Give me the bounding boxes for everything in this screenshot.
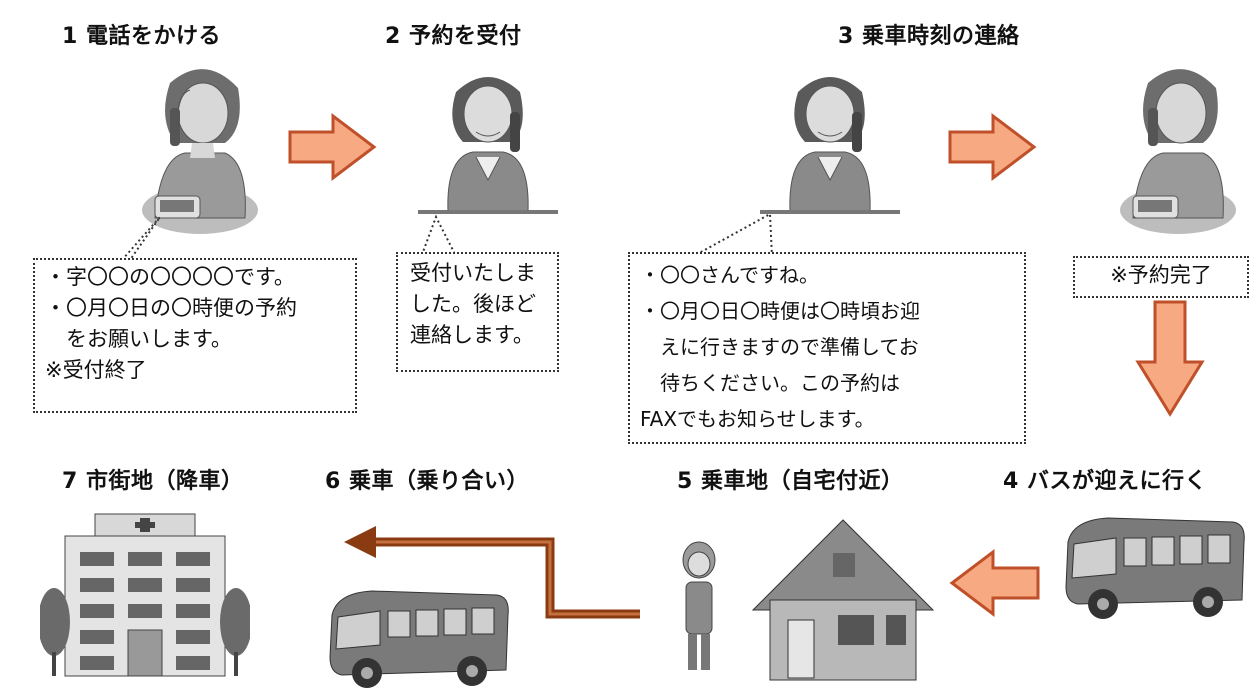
waiting-person-illustration [682, 541, 716, 670]
bubble-2-line-1: 受付いたしま [410, 261, 536, 285]
speech-bubble-operator: 受付いたしま した。後ほど 連絡します。 [396, 252, 559, 372]
bubble-2-line-3: 連絡します。 [410, 323, 534, 347]
woman-receiving-call-illustration [1120, 69, 1236, 234]
speech-bubble-caller: ・字〇〇の〇〇〇〇です。 ・〇月〇日の〇時便の予約 をお願いします。 ※受付終了 [33, 258, 357, 413]
route-arrow [344, 526, 640, 619]
bubble-3-line-2: ・〇月〇日〇時便は〇時頃お迎 [640, 299, 920, 323]
step-2-title: 2 予約を受付 [385, 24, 522, 49]
bubble-4-line-1: ※予約完了 [1110, 263, 1212, 287]
speech-bubble-confirmation: ・〇〇さんですね。 ・〇月〇日〇時便は〇時頃お迎 えに行きますので準備してお 待… [628, 252, 1026, 444]
arrow-right-2 [948, 112, 1037, 182]
house-illustration [751, 519, 935, 681]
bubble-3-tail [691, 212, 773, 258]
bubble-1-line-4: ※受付終了 [45, 358, 147, 382]
step-7-title: 7 市街地（降車） [62, 469, 244, 494]
bubble-3-line-3: えに行きますので準備してお [640, 335, 919, 359]
step-6-title: 6 乗車（乗り合い） [325, 469, 529, 494]
step-4-title: 4 バスが迎えに行く [1003, 469, 1207, 494]
bubble-3-line-1: ・〇〇さんですね。 [640, 263, 819, 287]
hospital-illustration [40, 513, 250, 677]
arrow-right-1 [288, 112, 377, 182]
arrow-left [949, 548, 1040, 618]
woman-calling-illustration [142, 69, 258, 234]
bubble-1-tail [121, 216, 161, 261]
step-1-title: 1 電話をかける [62, 24, 221, 49]
bubble-2-tail [419, 214, 459, 261]
bubble-3-line-5: FAXでもお知らせします。 [640, 407, 875, 431]
bubble-1-line-1: ・字〇〇の〇〇〇〇です。 [45, 265, 295, 289]
bubble-1-line-3: をお願いします。 [45, 327, 232, 351]
step-3-title: 3 乗車時刻の連絡 [838, 24, 1020, 49]
bus-riding-illustration [329, 590, 509, 688]
bubble-3-line-4: 待ちください。この予約は [640, 371, 900, 395]
bubble-2-line-2: した。後ほど [410, 292, 536, 316]
step-5-title: 5 乗車地（自宅付近） [677, 469, 904, 494]
bus-arriving-illustration [1065, 517, 1245, 619]
arrow-down [1135, 300, 1205, 417]
operator-illustration [418, 77, 558, 214]
speech-bubble-complete: ※予約完了 [1073, 256, 1249, 298]
bubble-1-line-2: ・〇月〇日の〇時便の予約 [45, 296, 297, 320]
operator-calling-illustration [760, 77, 900, 214]
